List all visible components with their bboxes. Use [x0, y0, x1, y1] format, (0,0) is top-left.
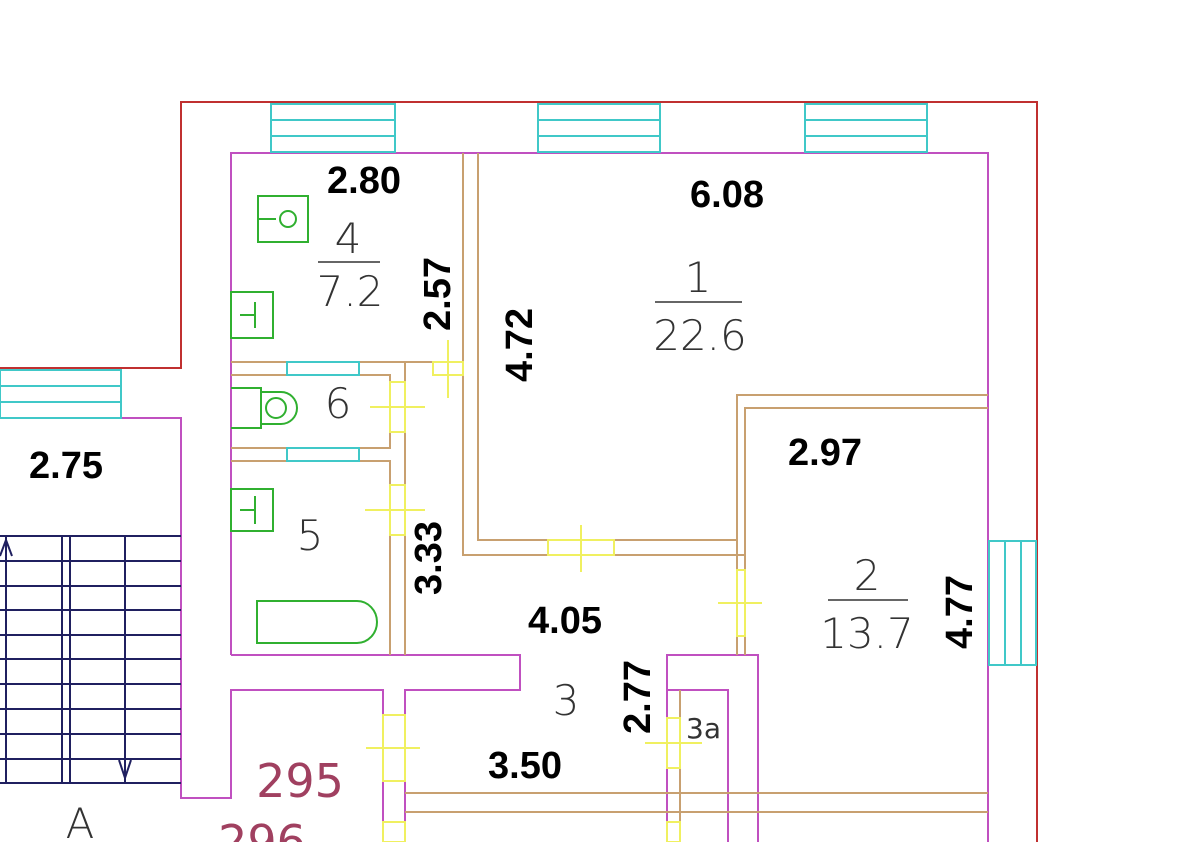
room-4-number: 4: [335, 214, 362, 263]
dim-room4-height: 2.57: [417, 257, 459, 331]
room-3-number: 3: [553, 676, 580, 725]
dim-room5-height: 3.33: [408, 521, 450, 595]
dim-room1-width: 6.08: [690, 174, 764, 216]
bathtub-icon: [256, 600, 378, 644]
room-6-number: 6: [325, 379, 352, 428]
arrow-down-icon: [118, 759, 132, 782]
toilet-icon: [231, 387, 298, 429]
apartment-label: 296: [218, 815, 306, 842]
fixtures: [230, 195, 378, 644]
exterior-wall: [0, 101, 1038, 842]
stair-label: A: [66, 799, 95, 842]
dim-room2-width: 2.97: [788, 432, 862, 474]
dim-hall-height: 2.77: [617, 660, 659, 734]
room-1-area: 22.6: [653, 311, 747, 360]
dim-corridor-width: 3.50: [488, 745, 562, 787]
shaft-wall-outer: [666, 654, 759, 842]
room-5-number: 5: [297, 511, 324, 560]
room-1-number: 1: [685, 253, 712, 302]
doors: [365, 340, 762, 842]
dim-stair-width: 2.75: [29, 445, 103, 487]
staircase: [0, 535, 181, 784]
room-4-area: 7.2: [317, 267, 384, 316]
arrow-up-icon: [0, 537, 13, 557]
apartment-label: 295: [256, 754, 344, 808]
dim-room4-width: 2.80: [327, 160, 401, 202]
dim-room2-height: 4.77: [939, 575, 981, 649]
sink-icon: [230, 291, 274, 339]
sink-icon: [230, 488, 274, 532]
dim-hall-width: 4.05: [528, 600, 602, 642]
stair-wall: [120, 417, 384, 842]
room-2-area: 13.7: [820, 609, 914, 658]
room-2-number: 2: [854, 551, 881, 600]
dim-room1-height: 4.72: [499, 308, 541, 382]
room-3a-number: 3a: [686, 712, 721, 745]
windows: [0, 103, 1037, 666]
